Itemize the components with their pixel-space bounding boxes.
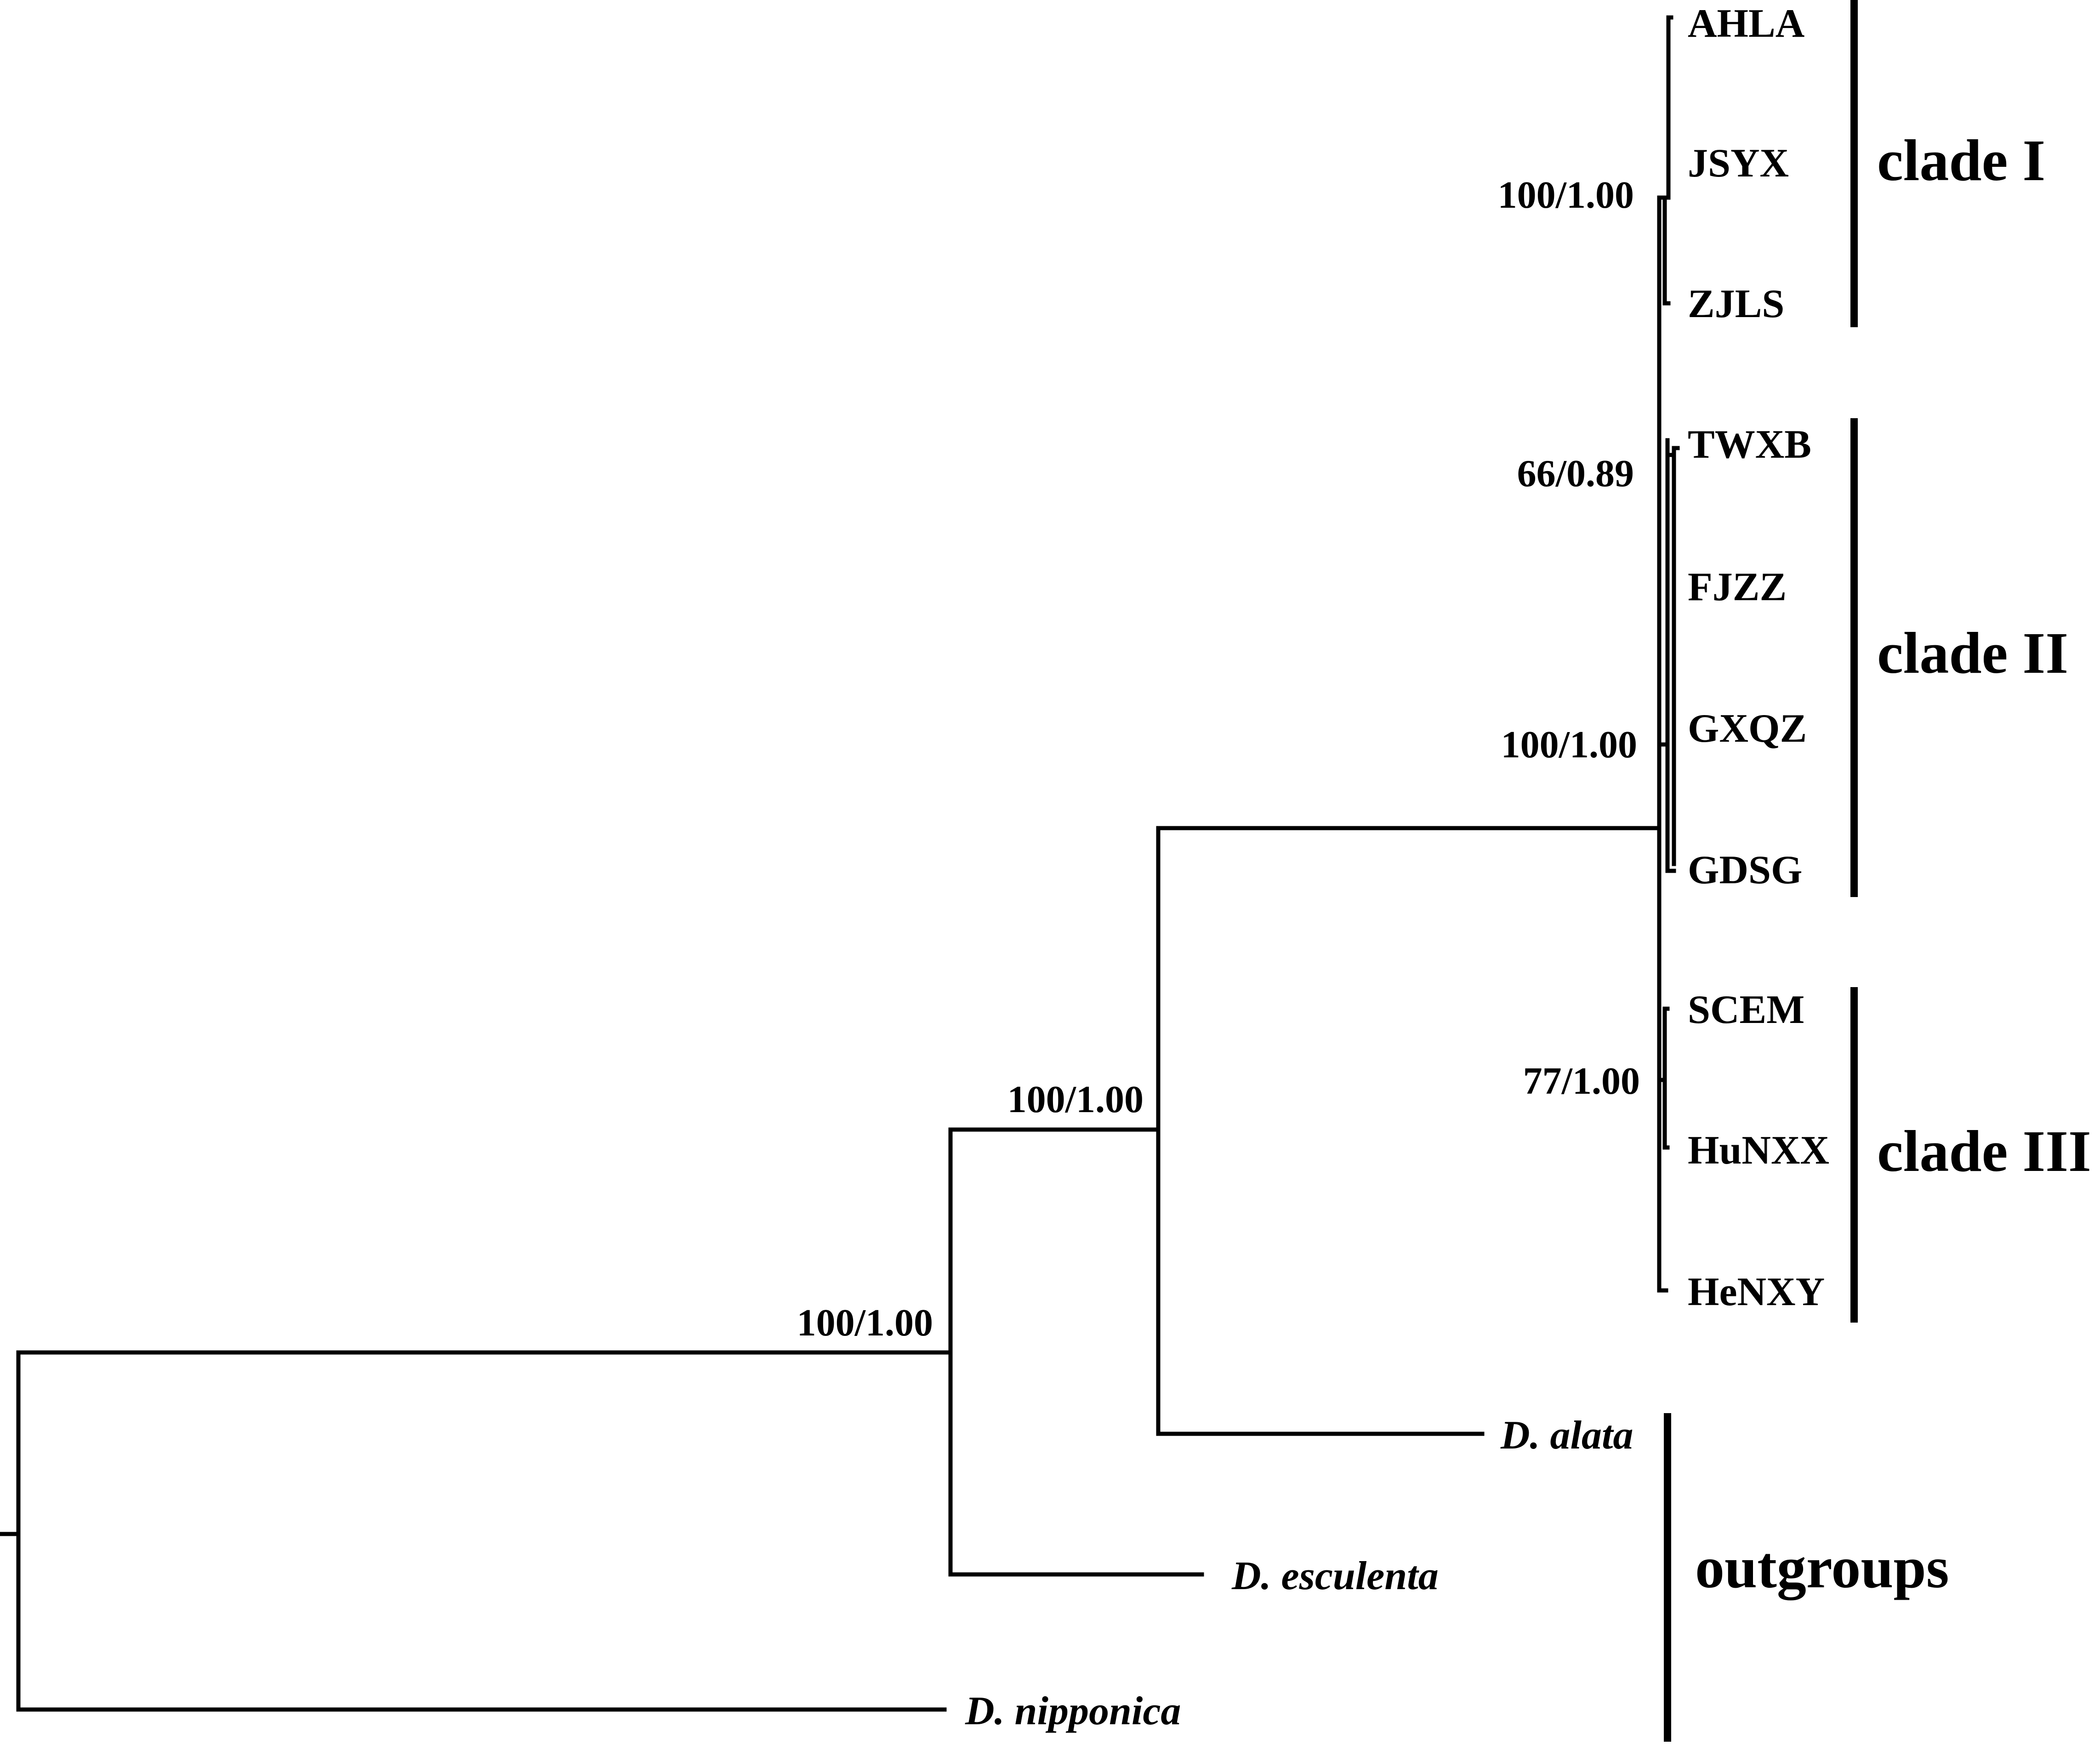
clade-label-1: clade I: [1877, 128, 2045, 193]
tip-label-esculenta: D. esculenta: [1231, 1554, 1439, 1598]
support-clade2: 100/1.00: [1501, 723, 1637, 766]
tip-label-nipponica: D. nipponica: [965, 1689, 1181, 1733]
tip-label-jsyx: JSYX: [1688, 141, 1789, 186]
tip-label-gdsg: GDSG: [1688, 848, 1802, 892]
tip-label-gxqz: GXQZ: [1688, 706, 1807, 751]
tip-label-fjzz: FJZZ: [1688, 565, 1787, 609]
support-clade3: 77/1.00: [1523, 1060, 1640, 1102]
tip-label-hunxx: HuNXX: [1688, 1128, 1829, 1173]
tip-labels: AHLA JSYX ZJLS TWXB FJZZ GXQZ GDSG SCEM …: [965, 1, 1829, 1733]
clade-labels: clade I clade II clade III outgroups: [1695, 128, 2091, 1600]
tree-branches: [0, 15, 1680, 1712]
support-values: 100/1.00 66/0.89 100/1.00 77/1.00 100/1.…: [797, 174, 1640, 1344]
support-ingroup-alata: 100/1.00: [1007, 1078, 1144, 1121]
clade-label-2: clade II: [1877, 620, 2068, 686]
tip-label-scem: SCEM: [1688, 988, 1804, 1032]
tip-label-twxb: TWXB: [1688, 422, 1811, 467]
tip-label-ahla: AHLA: [1688, 1, 1804, 46]
tip-label-henxy: HeNXY: [1688, 1270, 1825, 1314]
support-clade2-inner: 66/0.89: [1517, 452, 1634, 495]
clade-label-outgroups: outgroups: [1695, 1535, 1949, 1600]
tip-label-alata: D. alata: [1500, 1413, 1633, 1458]
support-with-esculenta: 100/1.00: [797, 1301, 933, 1344]
clade-label-3: clade III: [1877, 1119, 2091, 1184]
clade-brackets: [1664, 0, 1858, 1742]
support-clade1: 100/1.00: [1498, 174, 1634, 216]
tip-label-zjls: ZJLS: [1688, 282, 1784, 326]
